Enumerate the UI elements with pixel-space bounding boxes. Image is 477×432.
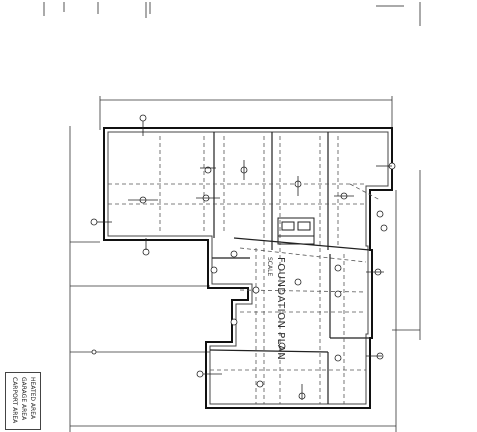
header-marks [43, 2, 421, 26]
plan-scale: SCALE [266, 257, 273, 277]
dimension-lines [69, 96, 421, 432]
stair-box [277, 217, 315, 245]
heated-area-label: HEATED AREA [29, 377, 36, 420]
carport-area-label: CARPORT AREA [11, 377, 18, 424]
plan-title: FOUNDATION PLAN [275, 257, 286, 361]
foundation-outline [103, 127, 393, 409]
area-notes-box: HEATED AREA GARAGE AREA CARPORT AREA [5, 372, 41, 430]
footing-dashes [108, 136, 381, 404]
interior-walls [209, 132, 371, 404]
garage-area-label: GARAGE AREA [20, 377, 27, 421]
pier-callouts [90, 114, 396, 400]
foundation-inner-outline [107, 131, 389, 405]
